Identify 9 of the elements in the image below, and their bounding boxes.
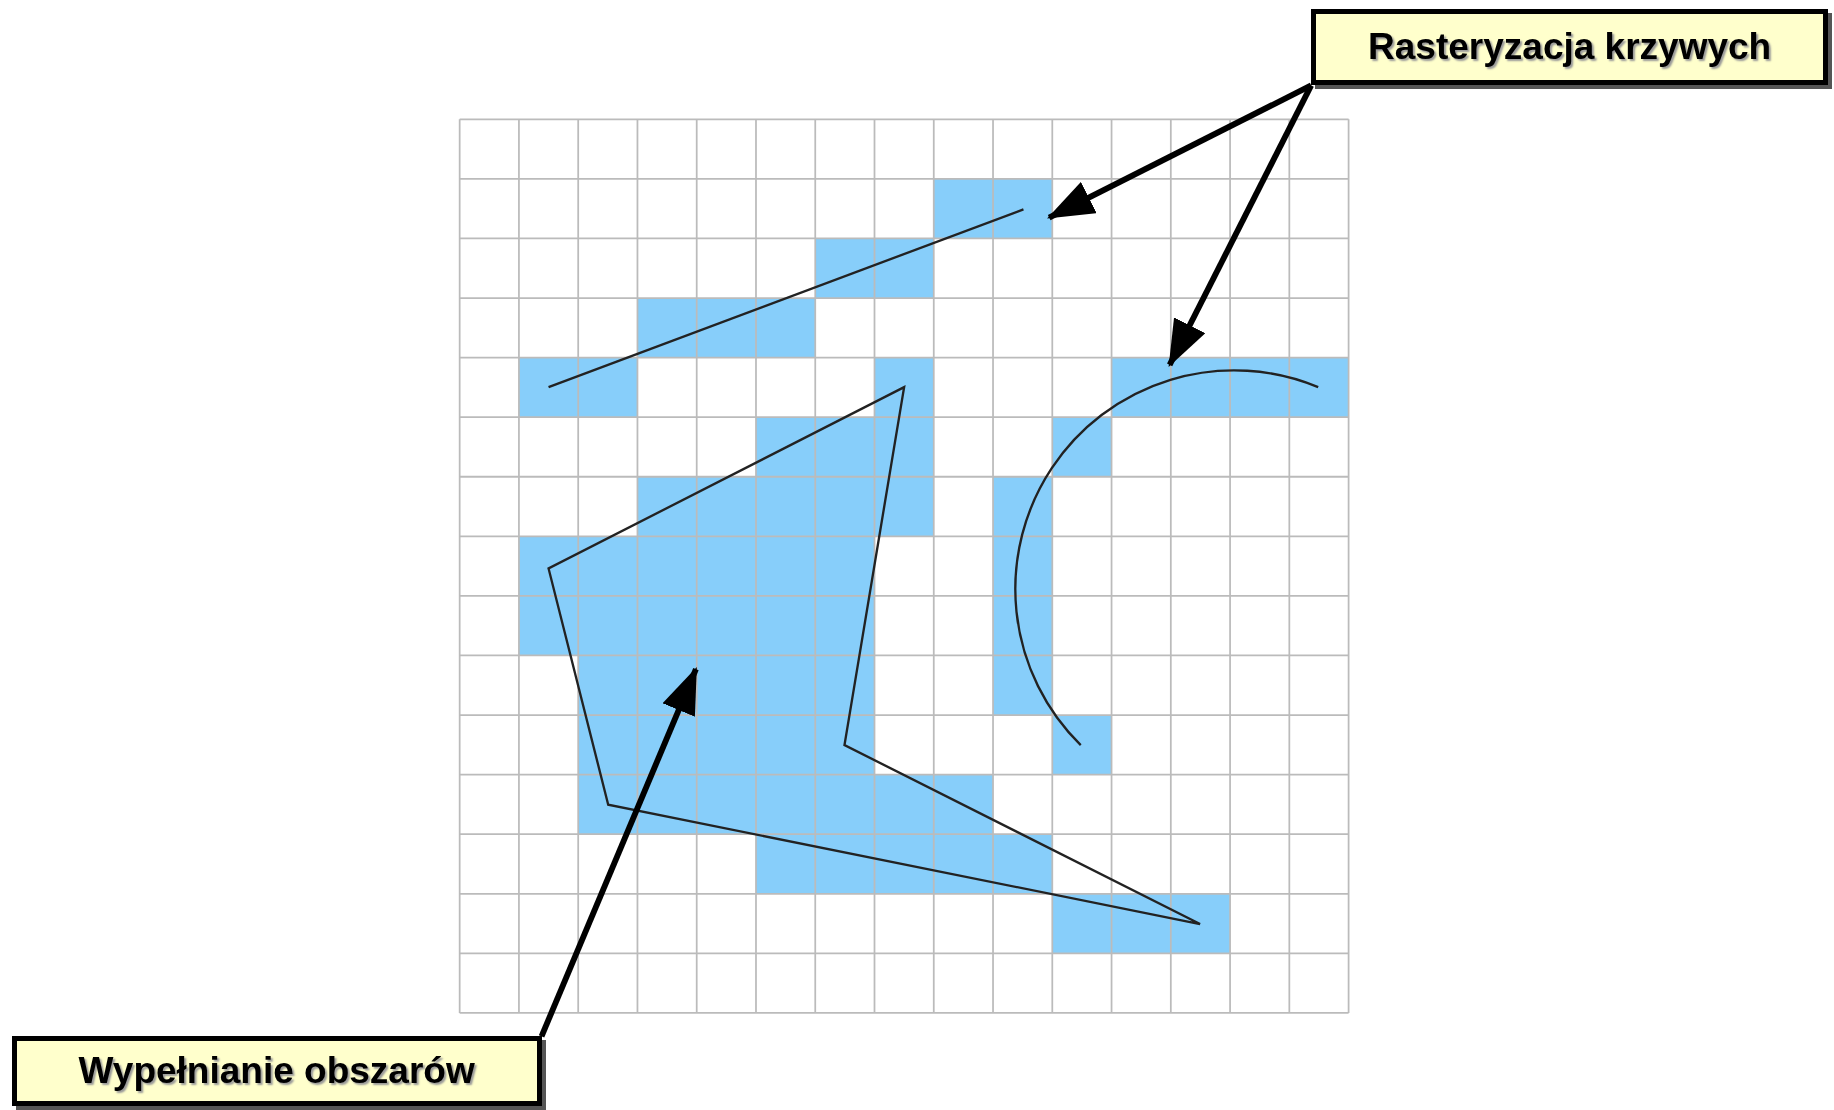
callout-box xyxy=(1311,9,1829,86)
leader-arrow xyxy=(1167,84,1314,367)
leader-arrow xyxy=(538,666,699,1038)
rasterized-line xyxy=(548,208,1024,389)
rasterized-arc xyxy=(1014,369,1319,746)
polygon-outline xyxy=(547,385,1202,926)
callout-text: Wypełnianie obszarów xyxy=(78,1050,475,1093)
callout-text: Rasteryzacja krzywych xyxy=(1368,26,1772,69)
leader-arrow xyxy=(1047,82,1313,221)
